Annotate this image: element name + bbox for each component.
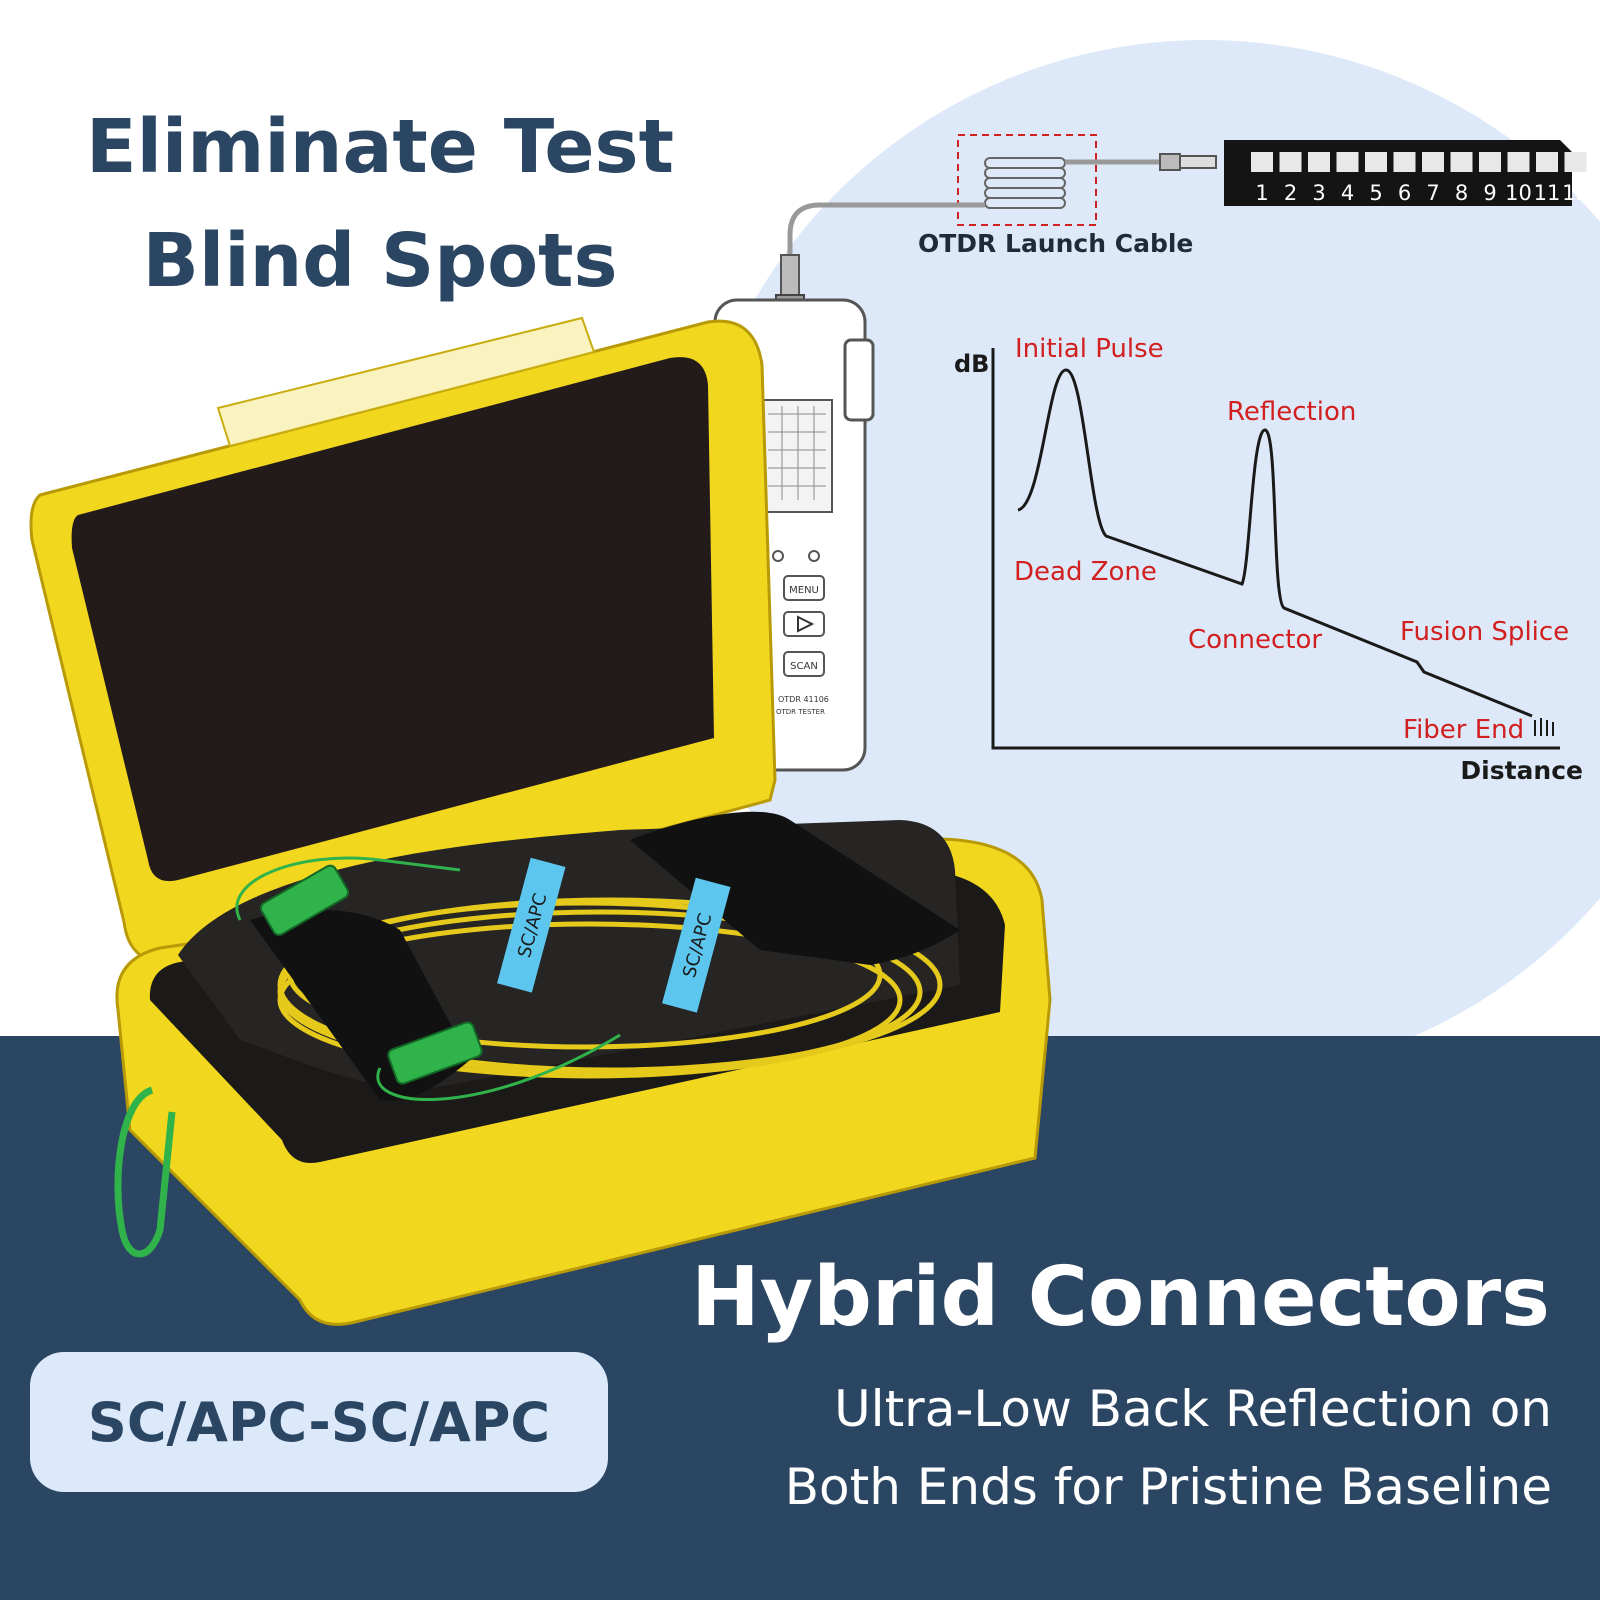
cable-tag-right-body <box>662 877 731 1013</box>
otdr-play-key <box>783 611 825 637</box>
patch-panel-port <box>1507 152 1530 172</box>
otdr-menu-key <box>783 575 825 601</box>
launch-coil-highlight-box <box>957 134 1097 226</box>
headline-line-2: Blind Spots <box>142 218 618 304</box>
patch-panel-port-number: 1 <box>1255 181 1268 205</box>
lid-foam-pad <box>71 357 715 882</box>
annotation-initial-pulse: Initial Pulse <box>1015 334 1164 364</box>
green-carabiner <box>114 1086 176 1258</box>
otdr-side-grip <box>843 338 875 422</box>
patch-panel-port-number: 12 <box>1562 181 1589 205</box>
play-icon <box>797 615 815 633</box>
lid-hinge-clip <box>216 316 596 448</box>
annotation-reflection: Reflection <box>1227 397 1356 427</box>
patch-panel-port-number: 2 <box>1284 181 1297 205</box>
patch-panel-port-number: 9 <box>1483 181 1496 205</box>
patch-panel-port <box>1479 152 1501 172</box>
patch-panel-port-number: 6 <box>1398 181 1411 205</box>
launch-cable-label: OTDR Launch Cable <box>918 229 1193 258</box>
patch-panel-port <box>1450 152 1473 172</box>
fiber-end-marker <box>1534 718 1554 736</box>
patch-panel-port-number: 8 <box>1455 181 1468 205</box>
sc-apc-connector-left <box>259 864 350 936</box>
otdr-screen <box>759 399 833 513</box>
annotation-dead-zone: Dead Zone <box>1014 557 1157 587</box>
annotation-fusion-splice: Fusion Splice <box>1400 617 1569 647</box>
subtitle-line-2: Both Ends for Pristine Baseline <box>784 1458 1552 1516</box>
patch-panel-port-number: 11 <box>1534 181 1561 205</box>
launch-cable-case: SC/APC SC/APC <box>29 316 1052 1326</box>
patch-panel-port <box>1422 152 1444 172</box>
cable-tag-right: SC/APC <box>662 877 731 1013</box>
patch-panel-port <box>1336 152 1359 172</box>
patch-panel-port <box>1564 152 1587 172</box>
otdr-model-label: OTDR 41106 <box>778 695 829 704</box>
cable-to-otdr <box>787 202 985 255</box>
hybrid-connectors-subtitle: Ultra-Low Back Reflection on Both Ends f… <box>785 1370 1552 1526</box>
connector-type-badge: SC/APC-SC/APC <box>30 1352 608 1492</box>
otdr-led-1 <box>772 550 784 562</box>
patch-panel-port-number: 10 <box>1505 181 1532 205</box>
otdr-led-2 <box>808 550 820 562</box>
headline-line-1: Eliminate Test <box>86 104 674 190</box>
headline: Eliminate Test Blind Spots <box>40 90 720 318</box>
cable-tag-left-body <box>497 857 566 993</box>
patch-panel-port-number: 5 <box>1369 181 1382 205</box>
otdr-connector-boot <box>780 254 800 296</box>
subtitle-line-1: Ultra-Low Back Reflection on <box>834 1380 1552 1438</box>
otdr-scan-key-label: SCAN <box>790 661 818 672</box>
annotation-fiber-end: Fiber End <box>1403 715 1524 745</box>
hybrid-connectors-title: Hybrid Connectors <box>691 1250 1550 1345</box>
patch-panel-port <box>1308 152 1330 172</box>
otdr-trace-graph: dB Distance Initial Pulse Reflection Dea… <box>954 334 1583 785</box>
annotation-connector: Connector <box>1188 625 1322 655</box>
trace-axes <box>991 348 1560 750</box>
otdr-scan-key <box>783 651 825 677</box>
trace-x-label: Distance <box>1460 756 1583 785</box>
patch-panel-ports <box>1251 152 1587 172</box>
otdr-model-sub: OTDR TESTER <box>776 708 825 716</box>
fiber-coil-icon <box>984 157 1066 209</box>
patch-panel-port <box>1365 152 1387 172</box>
panel-connector-ferrule <box>1179 155 1217 169</box>
patch-panel-port <box>1393 152 1416 172</box>
sc-apc-connector-right <box>387 1021 483 1085</box>
patch-panel-port-number: 4 <box>1341 181 1354 205</box>
trace-curve <box>1017 368 1533 718</box>
patch-panel-port-number: 3 <box>1312 181 1325 205</box>
otdr-menu-key-label: MENU <box>789 585 819 596</box>
panel-connector-boot <box>1159 153 1181 171</box>
patch-panel-port <box>1536 152 1558 172</box>
patch-panel-port <box>1251 152 1273 172</box>
blue-circle-backdrop <box>685 40 1600 1080</box>
trace-y-label: dB <box>954 350 989 378</box>
green-tethers <box>235 856 621 1101</box>
patch-panel-port-number: 7 <box>1426 181 1439 205</box>
patch-panel-port <box>1279 152 1302 172</box>
otdr-screen-grid <box>768 406 826 500</box>
yellow-fiber-coils <box>277 897 943 1079</box>
spool-fin-right <box>630 811 960 965</box>
